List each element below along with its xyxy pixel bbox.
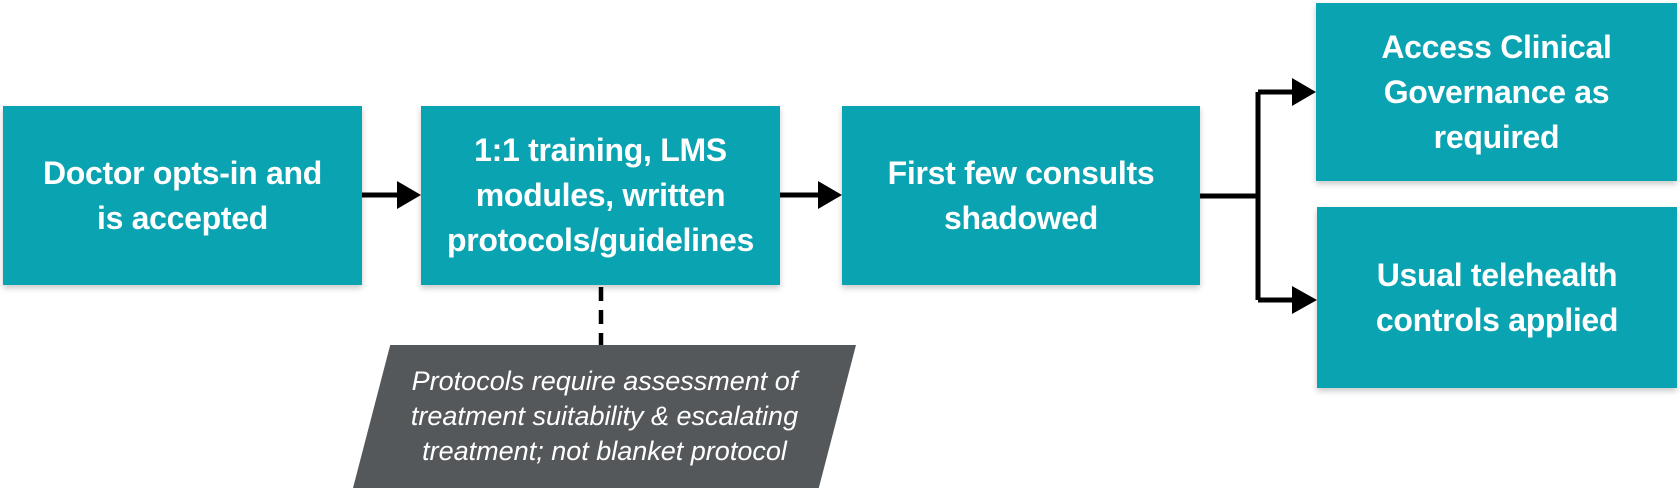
flow-node-telehealth-controls: Usual telehealth controls applied (1317, 207, 1677, 388)
flow-node-clinical-governance: Access Clinical Governance as required (1316, 3, 1677, 181)
branch-connector-line (1200, 89, 1294, 303)
arrowhead-icon-training (397, 181, 421, 209)
note-text-line: treatment; not blanket protocol (422, 436, 787, 466)
node-text-line: is accepted (96, 199, 268, 236)
node-text-line: required (1433, 118, 1560, 155)
note-text-line: treatment suitability & escalating (410, 401, 799, 431)
node-text-line: First few consults (887, 154, 1155, 191)
flow-node-training-protocols: 1:1 training, LMS modules, written proto… (421, 106, 780, 285)
node-text-line: modules, written (475, 177, 726, 213)
node-text-line: Usual telehealth (1376, 256, 1618, 293)
node-text-line: 1:1 training, LMS (474, 132, 727, 168)
arrowhead-icon-controls (1292, 286, 1317, 314)
node-text-line: Access Clinical (1381, 28, 1612, 65)
arrowhead-icon-shadowed (818, 181, 842, 209)
note-text-line: Protocols require assessment of (411, 366, 798, 396)
node-text-line: protocols/guidelines (447, 222, 754, 258)
arrowhead-icon-governance (1292, 78, 1316, 106)
node-text-line: Governance as (1383, 73, 1610, 110)
node-text-line: Doctor opts-in and (42, 154, 323, 191)
node-text-line: controls applied (1375, 301, 1619, 338)
node-text-line: shadowed (943, 199, 1099, 236)
flow-node-consults-shadowed: First few consults shadowed (842, 106, 1200, 285)
protocol-note-parallelogram: Protocols require assessment of treatmen… (353, 345, 856, 488)
flow-node-doctor-opt-in: Doctor opts-in and is accepted (3, 106, 362, 285)
